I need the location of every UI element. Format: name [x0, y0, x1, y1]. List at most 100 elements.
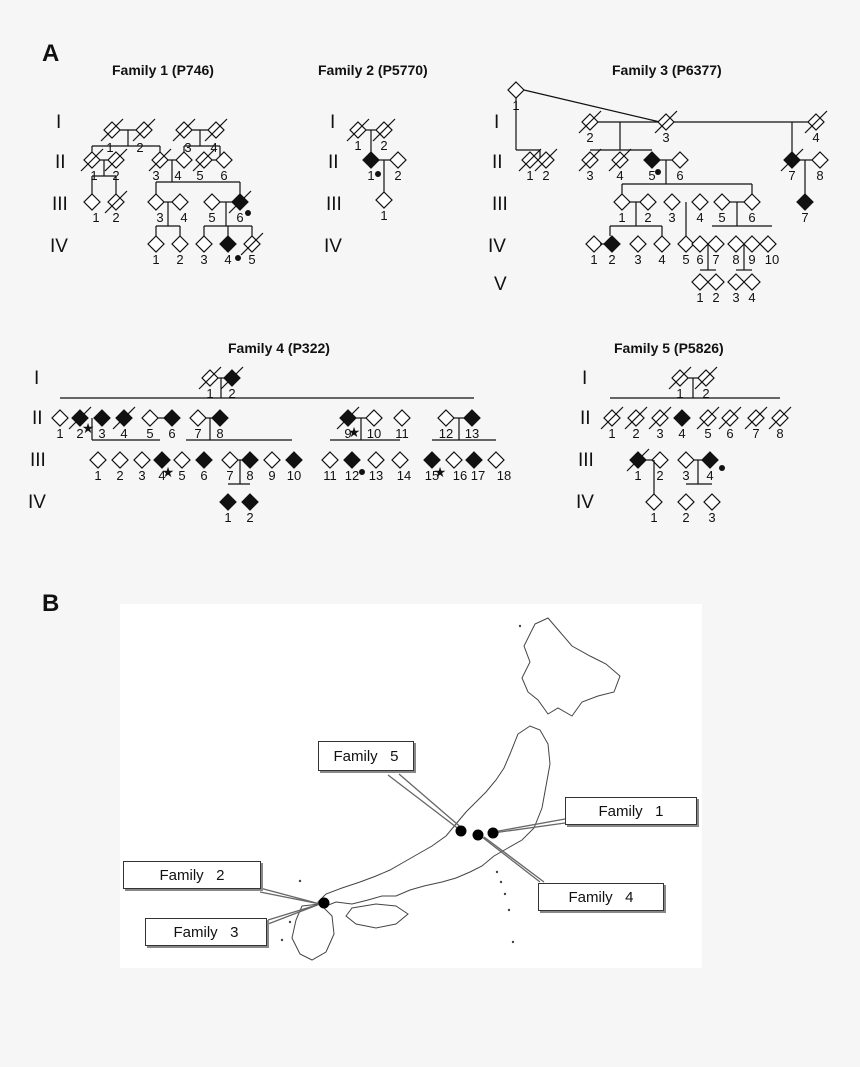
affected-individual	[796, 193, 814, 211]
individual-number: 7	[801, 210, 808, 225]
individual-number: 4	[678, 426, 685, 441]
individual-number: 5	[682, 252, 689, 267]
star-marker: ★	[162, 464, 175, 480]
individual-number: 2	[176, 252, 183, 267]
individual-number: 1	[94, 468, 101, 483]
individual-number: 5	[178, 468, 185, 483]
individual-number: 3	[156, 210, 163, 225]
deceased-slash	[112, 406, 136, 430]
individual-number: 18	[497, 468, 511, 483]
individual-number: 1	[618, 210, 625, 225]
individual-number: 2	[682, 510, 689, 525]
individual-number: 4	[174, 168, 181, 183]
deceased-slash	[694, 366, 718, 390]
individual-number: 6	[200, 468, 207, 483]
affected-individual	[603, 235, 621, 253]
affected-individual	[463, 409, 481, 427]
deceased-slash	[104, 148, 128, 172]
individual-number: 6	[696, 252, 703, 267]
affected-individual	[219, 235, 237, 253]
unaffected-individual	[707, 273, 725, 291]
shikoku-outline	[345, 903, 409, 929]
affected-individual	[241, 451, 259, 469]
unaffected-individual	[727, 235, 745, 253]
affected-individual	[465, 451, 483, 469]
panel-label-b: B	[42, 590, 60, 617]
individual-number: 13	[465, 426, 479, 441]
affected-individual	[93, 409, 111, 427]
individual-number: 2	[608, 252, 615, 267]
family-5-title: Family 5 (P5826)	[614, 340, 724, 356]
deceased-slash	[668, 366, 692, 390]
deceased-slash	[172, 118, 196, 142]
family-2-3-location-dot	[318, 897, 330, 909]
affected-individual	[343, 451, 361, 469]
individual-number: 1	[224, 510, 231, 525]
individual-number: 3	[200, 252, 207, 267]
individual-number: 1	[634, 468, 641, 483]
individual-number: 1	[92, 210, 99, 225]
affected-individual	[153, 451, 171, 469]
deceased-slash	[768, 406, 792, 430]
unaffected-individual	[365, 409, 383, 427]
individual-number: 1	[354, 138, 361, 153]
individual-number: 9	[344, 426, 351, 441]
affected-individual	[423, 451, 441, 469]
individual-number: 5	[196, 168, 203, 183]
callout-leader	[483, 836, 545, 883]
individual-number: 9	[748, 252, 755, 267]
affected-individual	[643, 151, 661, 169]
individual-number: 4	[210, 140, 217, 155]
honshu-outline	[317, 725, 551, 907]
deceased-slash	[624, 406, 648, 430]
gen-label: I	[582, 368, 588, 389]
affected-individual	[241, 493, 259, 511]
individual-number: 11	[395, 426, 409, 441]
individual-number: 10	[367, 426, 381, 441]
individual-number: 8	[216, 426, 223, 441]
gen-label: I	[56, 112, 62, 133]
individual-number: 4	[812, 130, 819, 145]
deceased-slash	[148, 148, 172, 172]
unaffected-individual	[743, 193, 761, 211]
individual-number: 4	[180, 210, 187, 225]
individual-number: 17	[471, 468, 485, 483]
individual-number: 6	[676, 168, 683, 183]
unaffected-individual	[743, 235, 761, 253]
gen-label: I	[494, 112, 500, 133]
individual-number: 4	[616, 168, 623, 183]
callout-leader	[492, 818, 566, 833]
individual-number: 5	[248, 252, 255, 267]
deceased-slash	[204, 118, 228, 142]
unaffected-individual	[263, 451, 281, 469]
unaffected-individual	[367, 451, 385, 469]
deceased-slash	[578, 110, 602, 134]
callout-family-4: Family 4	[538, 883, 664, 911]
individual-number: 10	[287, 468, 301, 483]
gen-label: III	[30, 450, 46, 471]
unaffected-individual	[663, 193, 681, 211]
deceased-slash	[626, 448, 650, 472]
individual-number: 1	[650, 510, 657, 525]
gen-label: III	[52, 194, 68, 215]
deceased-slash	[804, 110, 828, 134]
affected-individual	[195, 451, 213, 469]
individual-number: 3	[708, 510, 715, 525]
callout-leader	[492, 822, 566, 834]
individual-number: 1	[106, 140, 113, 155]
individual-number: 4	[120, 426, 127, 441]
unaffected-individual	[147, 235, 165, 253]
individual-number: 6	[220, 168, 227, 183]
individual-number: 2	[380, 138, 387, 153]
unaffected-individual	[759, 235, 777, 253]
affected-individual	[285, 451, 303, 469]
unaffected-individual	[691, 235, 709, 253]
deceased-slash	[132, 118, 156, 142]
unaffected-individual	[321, 451, 339, 469]
deceased-slash	[600, 406, 624, 430]
individual-number: 6	[748, 210, 755, 225]
unaffected-individual	[585, 235, 603, 253]
individual-number: 3	[662, 130, 669, 145]
deceased-slash	[578, 148, 602, 172]
